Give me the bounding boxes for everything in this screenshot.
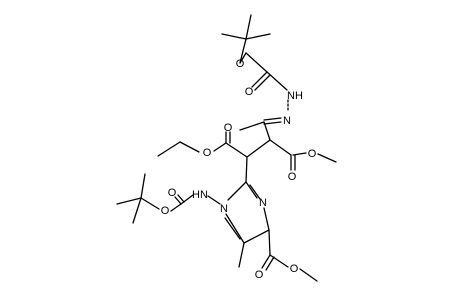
bond — [299, 268, 318, 282]
bond — [140, 197, 160, 210]
atom-label: O — [236, 58, 245, 70]
atom-label: O — [290, 263, 299, 275]
bond — [254, 74, 271, 91]
bond — [266, 71, 288, 91]
bond — [292, 152, 307, 156]
bond — [263, 207, 270, 231]
bond — [239, 121, 265, 131]
atom-label: O — [245, 86, 254, 98]
bond — [261, 254, 271, 269]
atom-label: O — [161, 205, 170, 217]
bond — [249, 184, 261, 200]
bond — [180, 194, 194, 205]
bond — [207, 195, 221, 205]
bond — [317, 153, 337, 163]
bond — [246, 139, 271, 158]
bond — [263, 121, 282, 125]
atom-label: O — [255, 269, 264, 281]
atom-label: N — [259, 197, 267, 209]
bond — [245, 52, 268, 73]
bond — [179, 141, 200, 153]
atom-label: O — [288, 171, 297, 183]
bond — [157, 141, 181, 157]
bond — [238, 242, 245, 268]
bond — [245, 156, 248, 183]
bond — [132, 197, 142, 224]
atom-label: HN — [192, 189, 208, 201]
bond — [140, 173, 146, 199]
bond — [268, 229, 271, 256]
bond — [177, 194, 185, 203]
bond — [243, 229, 270, 244]
atom-label: O — [203, 147, 212, 159]
bond — [239, 52, 247, 64]
bond — [225, 142, 248, 158]
bond — [224, 217, 241, 240]
bond — [116, 197, 142, 205]
bond — [213, 142, 227, 152]
atom-label: N — [283, 115, 291, 127]
atom-label: N — [220, 203, 228, 215]
bond — [227, 181, 247, 201]
bond — [221, 33, 247, 40]
bonds — [116, 14, 337, 282]
bond — [225, 213, 245, 244]
bond — [245, 33, 271, 40]
bond — [251, 71, 268, 88]
atom-label: O — [168, 187, 177, 199]
bond — [174, 196, 182, 205]
bond — [263, 121, 271, 141]
atom-label: O — [224, 122, 233, 134]
bond — [245, 181, 258, 199]
bond — [263, 117, 282, 121]
bond — [239, 38, 247, 64]
bond — [170, 203, 182, 212]
bond — [265, 256, 275, 271]
atom-labels: O O NH N O O O O HN O O N N O O — [161, 58, 317, 281]
bond — [245, 14, 252, 40]
atom-label: O — [308, 148, 317, 160]
bond — [269, 254, 289, 268]
bond — [269, 139, 292, 156]
atom-label: NH — [287, 90, 303, 102]
